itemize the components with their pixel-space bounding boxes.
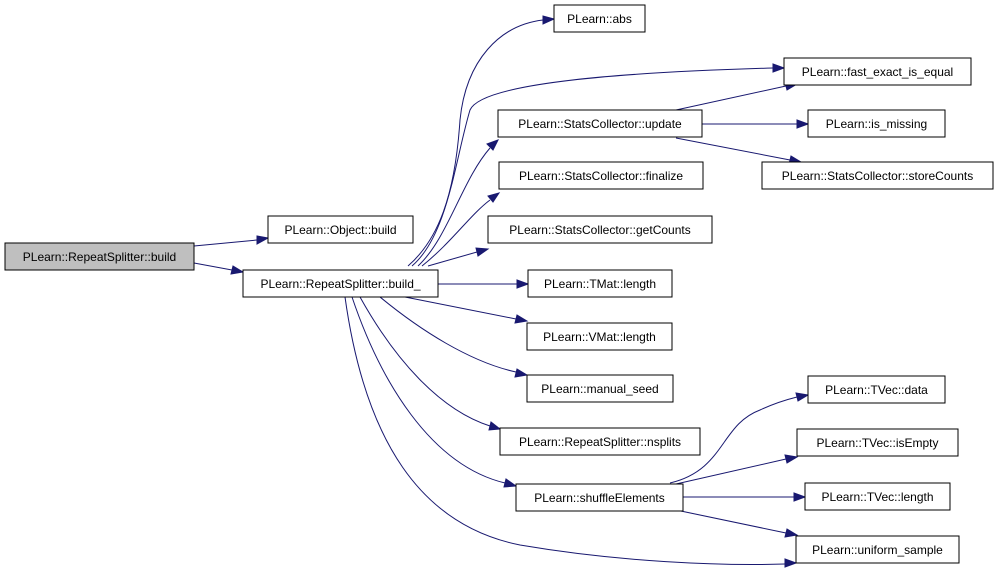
node-tvec-isempty[interactable]: PLearn::TVec::isEmpty bbox=[796, 428, 959, 457]
node-label: PLearn::uniform_sample bbox=[812, 543, 943, 557]
node-label: PLearn::RepeatSplitter::nsplits bbox=[519, 435, 681, 449]
node-shuffle-elements[interactable]: PLearn::shuffleElements bbox=[515, 483, 684, 512]
edge-head bbox=[542, 15, 556, 25]
edge-shuffle-to-tvec-data bbox=[669, 396, 798, 484]
node-label: PLearn::TVec::isEmpty bbox=[816, 436, 938, 450]
edge-repeat-build-to-object-build bbox=[193, 239, 258, 247]
node-stats-collector-update[interactable]: PLearn::StatsCollector::update bbox=[497, 109, 703, 138]
node-tmat-length[interactable]: PLearn::TMat::length bbox=[527, 269, 673, 298]
edge-stats-update-to-store-counts bbox=[675, 137, 791, 161]
edge-head bbox=[514, 368, 529, 378]
edge-build-underscore-to-shuffle bbox=[351, 296, 506, 484]
edge-shuffle-to-tvec-isempty bbox=[675, 458, 787, 485]
edge-build-underscore-to-stats-update bbox=[417, 147, 491, 267]
edge-head bbox=[514, 314, 529, 324]
node-object-build[interactable]: PLearn::Object::build bbox=[267, 215, 414, 244]
node-label: PLearn::RepeatSplitter::build bbox=[23, 250, 176, 264]
node-repeat-splitter-build[interactable]: PLearn::RepeatSplitter::build bbox=[4, 242, 195, 271]
edge-build-underscore-to-get-counts bbox=[427, 251, 478, 267]
node-vmat-length[interactable]: PLearn::VMat::length bbox=[526, 322, 673, 351]
node-uniform-sample[interactable]: PLearn::uniform_sample bbox=[795, 535, 960, 564]
node-label: PLearn::shuffleElements bbox=[534, 491, 665, 505]
node-repeat-splitter-nsplits[interactable]: PLearn::RepeatSplitter::nsplits bbox=[499, 427, 701, 456]
node-manual-seed[interactable]: PLearn::manual_seed bbox=[526, 374, 674, 403]
edge-build-underscore-to-vmat-length bbox=[404, 296, 517, 320]
node-label: PLearn::is_missing bbox=[826, 117, 927, 131]
node-fast-exact-is-equal[interactable]: PLearn::fast_exact_is_equal bbox=[783, 57, 972, 86]
node-abs[interactable]: PLearn::abs bbox=[553, 4, 646, 33]
node-repeat-splitter-build-underscore[interactable]: PLearn::RepeatSplitter::build_ bbox=[242, 269, 439, 298]
edge-head bbox=[772, 63, 786, 73]
node-is-missing[interactable]: PLearn::is_missing bbox=[807, 109, 946, 138]
node-stats-collector-get-counts[interactable]: PLearn::StatsCollector::getCounts bbox=[487, 215, 713, 244]
edge-head bbox=[795, 392, 810, 402]
edge-repeat-build-to-build-underscore bbox=[193, 262, 233, 271]
edge-head bbox=[793, 492, 807, 502]
edge-build-underscore-to-finalize bbox=[421, 199, 491, 267]
node-label: PLearn::TVec::data bbox=[825, 383, 928, 397]
edge-head bbox=[784, 558, 798, 568]
edge-head bbox=[256, 235, 270, 245]
edge-head bbox=[487, 192, 501, 203]
edge-head bbox=[784, 528, 799, 538]
node-label: PLearn::fast_exact_is_equal bbox=[802, 65, 953, 79]
node-stats-collector-finalize[interactable]: PLearn::StatsCollector::finalize bbox=[498, 161, 704, 190]
edge-build-underscore-to-abs bbox=[407, 19, 544, 267]
edge-shuffle-to-uniform-sample bbox=[675, 509, 787, 534]
node-label: PLearn::Object::build bbox=[284, 223, 396, 237]
node-label: PLearn::manual_seed bbox=[541, 382, 658, 396]
edge-build-underscore-to-manual-seed bbox=[379, 296, 517, 373]
edge-head bbox=[475, 247, 490, 257]
node-stats-collector-store-counts[interactable]: PLearn::StatsCollector::storeCounts bbox=[761, 161, 994, 190]
edge-head bbox=[516, 279, 530, 289]
node-label: PLearn::VMat::length bbox=[543, 330, 656, 344]
edge-build-underscore-to-uniform-sample bbox=[344, 296, 786, 565]
node-label: PLearn::abs bbox=[567, 12, 632, 26]
edge-build-underscore-to-nsplits bbox=[359, 296, 491, 427]
node-label: PLearn::TMat::length bbox=[544, 277, 656, 291]
edge-build-underscore-to-fast-exact bbox=[411, 67, 774, 267]
edges bbox=[193, 15, 810, 568]
node-label: PLearn::StatsCollector::getCounts bbox=[509, 223, 690, 237]
node-label: PLearn::StatsCollector::finalize bbox=[519, 169, 683, 183]
node-tvec-data[interactable]: PLearn::TVec::data bbox=[807, 375, 946, 404]
edge-stats-update-to-fast-exact bbox=[675, 85, 787, 111]
node-label: PLearn::TVec::length bbox=[821, 490, 933, 504]
nodes: PLearn::RepeatSplitter::build PLearn::Ob… bbox=[4, 4, 994, 564]
edge-head bbox=[230, 265, 245, 275]
edge-head bbox=[488, 421, 502, 431]
edge-head bbox=[784, 454, 799, 464]
node-label: PLearn::RepeatSplitter::build_ bbox=[260, 277, 420, 291]
node-tvec-length[interactable]: PLearn::TVec::length bbox=[804, 482, 951, 511]
node-label: PLearn::StatsCollector::storeCounts bbox=[782, 169, 973, 183]
node-label: PLearn::StatsCollector::update bbox=[518, 117, 682, 131]
edge-head bbox=[796, 119, 810, 129]
edge-head bbox=[486, 139, 500, 151]
edge-head bbox=[503, 478, 518, 488]
